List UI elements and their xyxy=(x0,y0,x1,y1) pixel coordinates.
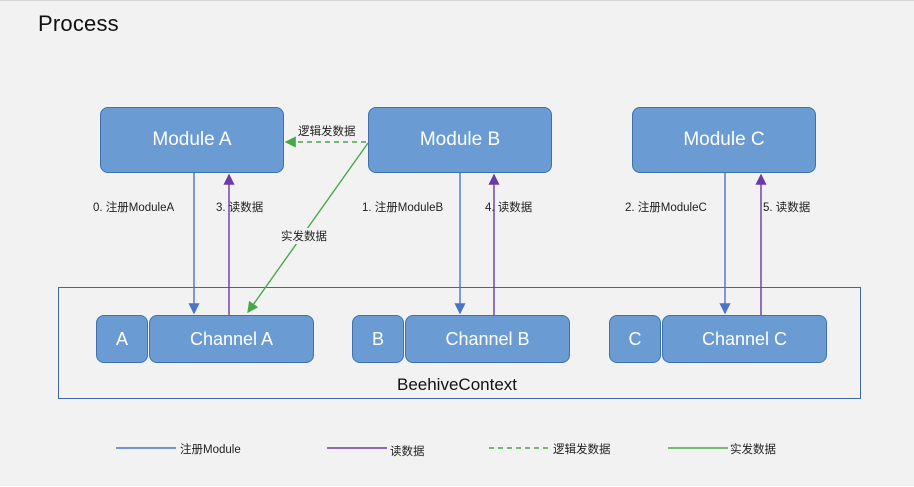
module-b-label: Module B xyxy=(419,129,501,150)
channel-c-label: Channel C xyxy=(701,328,788,349)
register-a-label: 0. 注册ModuleA xyxy=(93,202,175,214)
actual-send-label: 实发数据 xyxy=(279,228,329,244)
module-a-label: Module A xyxy=(152,129,232,150)
module-c-label: Module C xyxy=(683,129,765,150)
channel-c-box: Channel C xyxy=(662,315,827,363)
legend-actual-label: 实发数据 xyxy=(730,444,776,456)
channel-a-label: Channel A xyxy=(189,328,274,349)
legend-register-label: 注册Module xyxy=(180,444,241,456)
read-c-label: 5. 读数据 xyxy=(763,202,811,214)
channel-a-tag-label: A xyxy=(115,328,128,349)
channel-b-label: Channel B xyxy=(445,328,530,349)
logical-send-label: 逻辑发数据 xyxy=(296,123,358,139)
channel-c-tag: C xyxy=(609,315,661,363)
channel-b-box: Channel B xyxy=(405,315,570,363)
read-a-label: 3. 读数据 xyxy=(216,202,264,214)
module-c-box: Module C xyxy=(632,107,816,173)
legend-read-label: 读数据 xyxy=(390,446,425,458)
channel-b-tag-label: B xyxy=(371,328,384,349)
register-b-label: 1. 注册ModuleB xyxy=(362,202,444,214)
module-b-box: Module B xyxy=(368,107,552,173)
channel-b-tag: B xyxy=(352,315,404,363)
channel-c-tag-label: C xyxy=(628,328,642,349)
actual-send-line xyxy=(247,142,369,314)
read-b-label: 4. 读数据 xyxy=(485,202,533,214)
register-c-label: 2. 注册ModuleC xyxy=(625,202,707,214)
beehive-context-label: BeehiveContext xyxy=(396,375,518,394)
diagram-title: Process xyxy=(38,11,119,36)
channel-a-tag: A xyxy=(96,315,148,363)
legend-logical-label: 逻辑发数据 xyxy=(553,444,611,456)
module-a-box: Module A xyxy=(100,107,284,173)
channel-a-box: Channel A xyxy=(149,315,314,363)
